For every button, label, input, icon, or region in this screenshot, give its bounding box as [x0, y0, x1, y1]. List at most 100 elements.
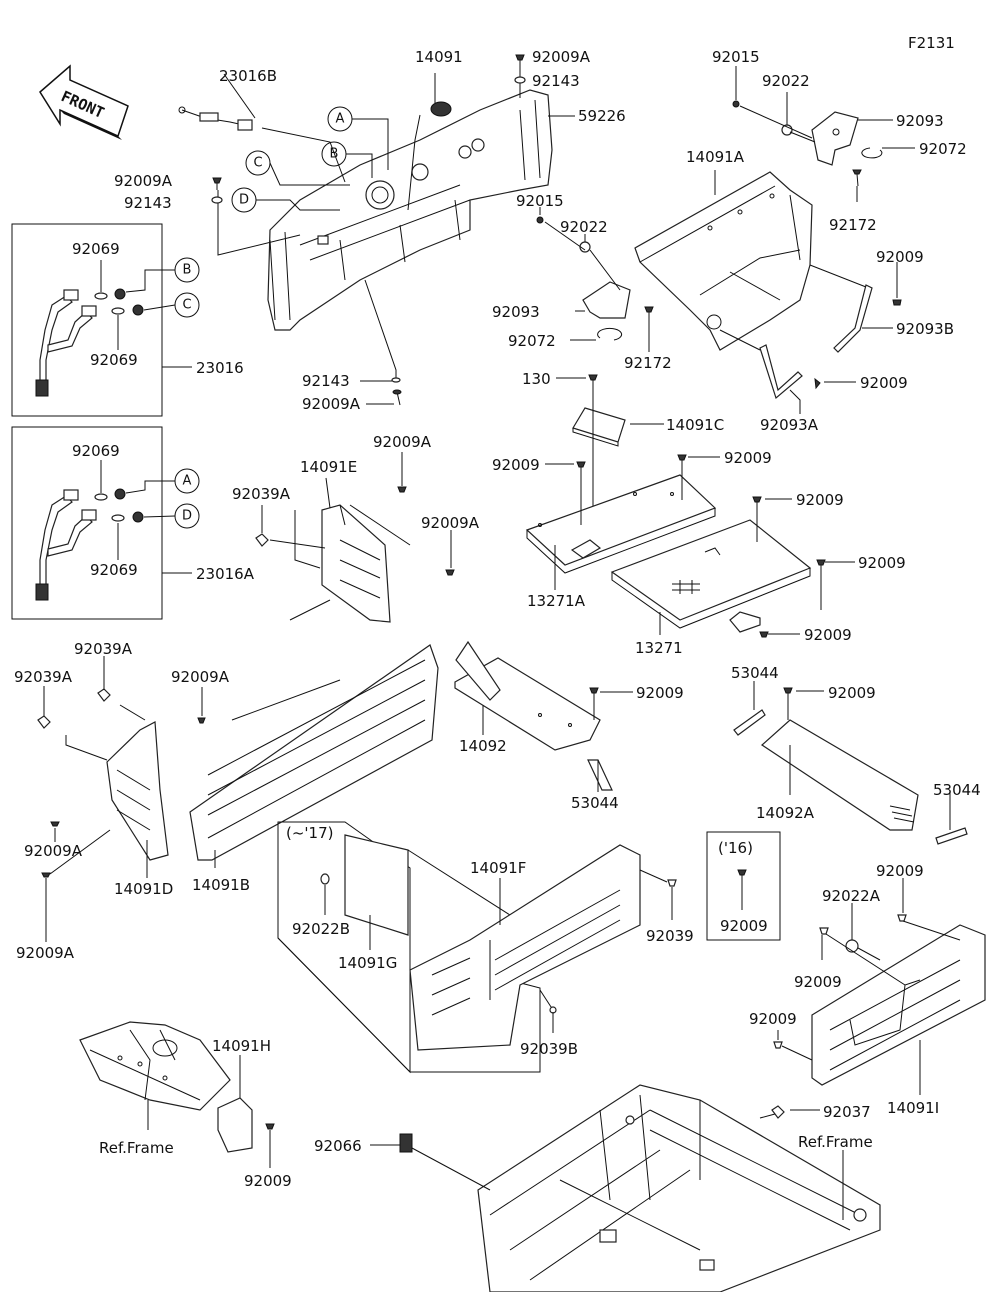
cap-part — [430, 101, 452, 117]
box-23016 — [11, 223, 163, 417]
label-92069-3: 92069 — [72, 442, 120, 460]
label-92172-top: 92172 — [829, 216, 877, 234]
label-92069-1: 92069 — [72, 240, 120, 258]
label-92009-s3: 92009 — [749, 1010, 797, 1028]
support-14092-part — [454, 640, 601, 751]
label-92037: 92037 — [823, 1103, 871, 1121]
clip-icon — [132, 304, 144, 316]
strap-92093a-part — [759, 344, 803, 400]
label-ref-frame-right: Ref.Frame — [798, 1133, 873, 1151]
nut-icon — [771, 1105, 785, 1119]
label-92039a-e: 92039A — [232, 485, 291, 503]
bolt-icon — [773, 1041, 783, 1049]
bolt-icon — [816, 559, 826, 566]
label-92022b: 92022B — [292, 920, 350, 938]
strap-92093b-part — [833, 284, 873, 353]
label-14092a: 14092A — [756, 804, 815, 822]
label-92022a: 92022A — [822, 887, 881, 905]
label-92009a-left: 92009A — [114, 172, 173, 190]
bolt-icon — [737, 869, 747, 888]
bolt-icon — [41, 872, 51, 878]
grommet-92066-icon — [399, 1133, 413, 1153]
label-14091g: 14091G — [338, 954, 397, 972]
callout-d-box: D — [174, 503, 200, 529]
bolt-icon — [677, 454, 687, 461]
label-92039a-l2: 92039A — [74, 640, 133, 658]
bolt-icon — [897, 914, 907, 922]
label-92009-s2: 92009 — [794, 973, 842, 991]
label-92009-d2: 92009 — [828, 684, 876, 702]
label-14091e: 14091E — [300, 458, 357, 476]
bolt-icon — [50, 821, 60, 827]
washer-icon — [320, 873, 330, 885]
bolt-icon — [852, 169, 862, 187]
label-92009a-l3: 92009A — [171, 668, 230, 686]
label-92009a-l4: 92009A — [24, 842, 83, 860]
label-14091c: 14091C — [666, 416, 724, 434]
bolt-icon — [212, 177, 222, 190]
bolt-icon — [819, 927, 829, 935]
note-box-16 — [706, 831, 781, 941]
bolt-icon — [752, 496, 762, 503]
tray-14091a-part — [634, 171, 813, 351]
label-92093b: 92093B — [896, 320, 954, 338]
callout-c-box: C — [174, 292, 200, 318]
label-23016: 23016 — [196, 359, 244, 377]
label-92022-mid: 92022 — [560, 218, 608, 236]
label-14091b: 14091B — [192, 876, 250, 894]
label-53044-a: 53044 — [571, 794, 619, 812]
label-92093-mid: 92093 — [492, 303, 540, 321]
label-92093a: 92093A — [760, 416, 819, 434]
screw-icon — [392, 389, 402, 406]
label-92009a-mid: 92009A — [302, 395, 361, 413]
label-92072-mid: 92072 — [508, 332, 556, 350]
label-92039a-l1: 92039A — [14, 668, 73, 686]
label-92009-r1: 92009 — [876, 248, 924, 266]
note-17-label: (~'17) — [286, 824, 333, 842]
label-92072-top: 92072 — [919, 140, 967, 158]
washer-icon — [391, 377, 401, 383]
label-92022-top: 92022 — [762, 72, 810, 90]
bolt-icon — [515, 54, 525, 67]
clip-ring-icon — [861, 147, 883, 159]
nut-icon — [536, 216, 544, 224]
label-53044-b: 53044 — [731, 664, 779, 682]
panel-14091e-part — [321, 504, 411, 623]
clip-ring-icon — [597, 327, 623, 341]
svg-text:B: B — [183, 263, 192, 278]
label-14091i: 14091I — [887, 1099, 939, 1117]
label-92069-2: 92069 — [90, 351, 138, 369]
callout-a-top: A — [327, 106, 353, 132]
bolt-icon — [644, 306, 654, 325]
label-92009a-top: 92009A — [532, 48, 591, 66]
label-92009-s1: 92009 — [876, 862, 924, 880]
oring-icon — [111, 307, 125, 315]
bolt-icon — [589, 687, 599, 694]
label-92069-4: 92069 — [90, 561, 138, 579]
bolt-icon — [814, 377, 821, 390]
callout-d-top: D — [231, 187, 257, 213]
pin-53044-part — [587, 759, 613, 791]
label-92172-mid: 92172 — [624, 354, 672, 372]
label-23016a: 23016A — [196, 565, 255, 583]
pin-53044-part — [935, 827, 968, 845]
svg-text:C: C — [182, 298, 191, 313]
label-14091: 14091 — [415, 48, 463, 66]
bolt-icon — [892, 299, 902, 306]
label-92009a-e2: 92009A — [421, 514, 480, 532]
oring-icon — [94, 292, 108, 300]
bracket-92093-top-part — [811, 111, 859, 166]
support-14092a-part — [761, 719, 919, 831]
label-92009-c2: 92009 — [724, 449, 772, 467]
bolt-icon — [783, 687, 793, 694]
bracket-92093-mid-part — [582, 281, 631, 319]
floor-panel-13271-part — [610, 519, 812, 633]
svg-text:D: D — [239, 193, 249, 208]
bolt-icon — [667, 879, 677, 887]
svg-text:A: A — [336, 112, 345, 127]
label-92009-c4: 92009 — [858, 554, 906, 572]
label-14091a: 14091A — [686, 148, 745, 166]
label-92009-r2: 92009 — [860, 374, 908, 392]
